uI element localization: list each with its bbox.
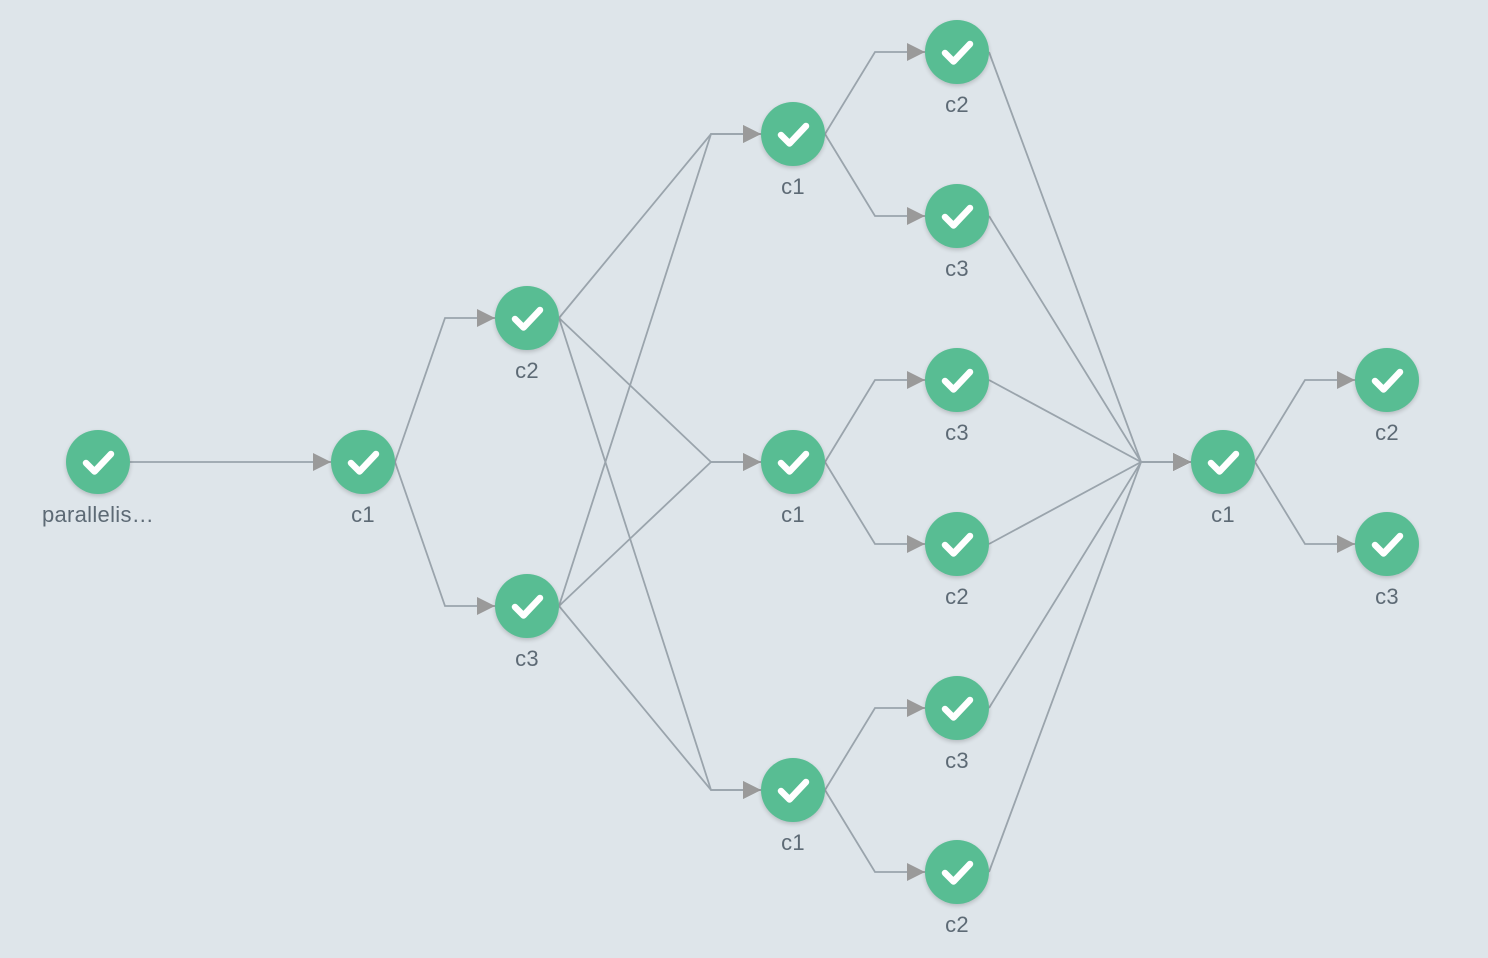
edge-n4-n7	[824, 43, 925, 135]
node-label-n6: c1	[781, 830, 805, 855]
node-label-n9: c3	[945, 420, 969, 445]
edge-n2-n6	[558, 317, 761, 799]
node-n15[interactable]	[1355, 512, 1419, 576]
node-label-n12: c2	[945, 912, 969, 937]
edge-n6-n11	[824, 699, 925, 791]
edge-n5-n9	[824, 371, 925, 463]
check-icon	[941, 860, 974, 885]
check-icon	[1207, 450, 1240, 475]
check-icon	[1371, 368, 1404, 393]
check-icon	[347, 450, 380, 475]
node-label-n7: c2	[945, 92, 969, 117]
node-label-n15: c3	[1375, 584, 1399, 609]
edge-n13-n15	[1254, 461, 1355, 553]
check-icon	[511, 306, 544, 331]
node-label-n11: c3	[945, 748, 969, 773]
check-icon	[1371, 532, 1404, 557]
check-icon	[941, 204, 974, 229]
node-n12[interactable]	[925, 840, 989, 904]
edge-n1-n3	[394, 461, 495, 615]
node-label-n5: c1	[781, 502, 805, 527]
check-icon	[941, 532, 974, 557]
check-icon	[511, 594, 544, 619]
edge-n3-n5	[558, 453, 761, 607]
node-label-n14: c2	[1375, 420, 1399, 445]
node-n4[interactable]	[761, 102, 825, 166]
check-icon	[777, 778, 810, 803]
edge-n12-n13	[988, 453, 1191, 873]
node-label-n10: c2	[945, 584, 969, 609]
check-icon	[777, 122, 810, 147]
node-n13[interactable]	[1191, 430, 1255, 494]
node-n8[interactable]	[925, 184, 989, 248]
edge-n5-n10	[824, 461, 925, 553]
check-icon	[941, 696, 974, 721]
node-label-n2: c2	[515, 358, 539, 383]
node-n1[interactable]	[331, 430, 395, 494]
node-label-n8: c3	[945, 256, 969, 281]
check-icon	[941, 40, 974, 65]
node-n6[interactable]	[761, 758, 825, 822]
check-icon	[941, 368, 974, 393]
node-n10[interactable]	[925, 512, 989, 576]
edge-n4-n8	[824, 133, 925, 225]
node-n0[interactable]	[66, 430, 130, 494]
node-n2[interactable]	[495, 286, 559, 350]
node-n14[interactable]	[1355, 348, 1419, 412]
node-label-n4: c1	[781, 174, 805, 199]
edge-n1-n2	[394, 309, 495, 463]
edge-n13-n14	[1254, 371, 1355, 463]
edge-n6-n12	[824, 789, 925, 881]
edge-n3-n6	[558, 605, 761, 799]
node-n3[interactable]	[495, 574, 559, 638]
node-label-n3: c3	[515, 646, 539, 671]
node-label-n13: c1	[1211, 502, 1235, 527]
node-label-n0: parallelis…	[41, 502, 155, 527]
edge-n2-n5	[558, 317, 761, 471]
check-icon	[777, 450, 810, 475]
node-n7[interactable]	[925, 20, 989, 84]
node-n9[interactable]	[925, 348, 989, 412]
check-icon	[82, 450, 115, 475]
node-n11[interactable]	[925, 676, 989, 740]
edge-n3-n4	[558, 125, 761, 607]
node-label-n1: c1	[351, 502, 375, 527]
node-n5[interactable]	[761, 430, 825, 494]
